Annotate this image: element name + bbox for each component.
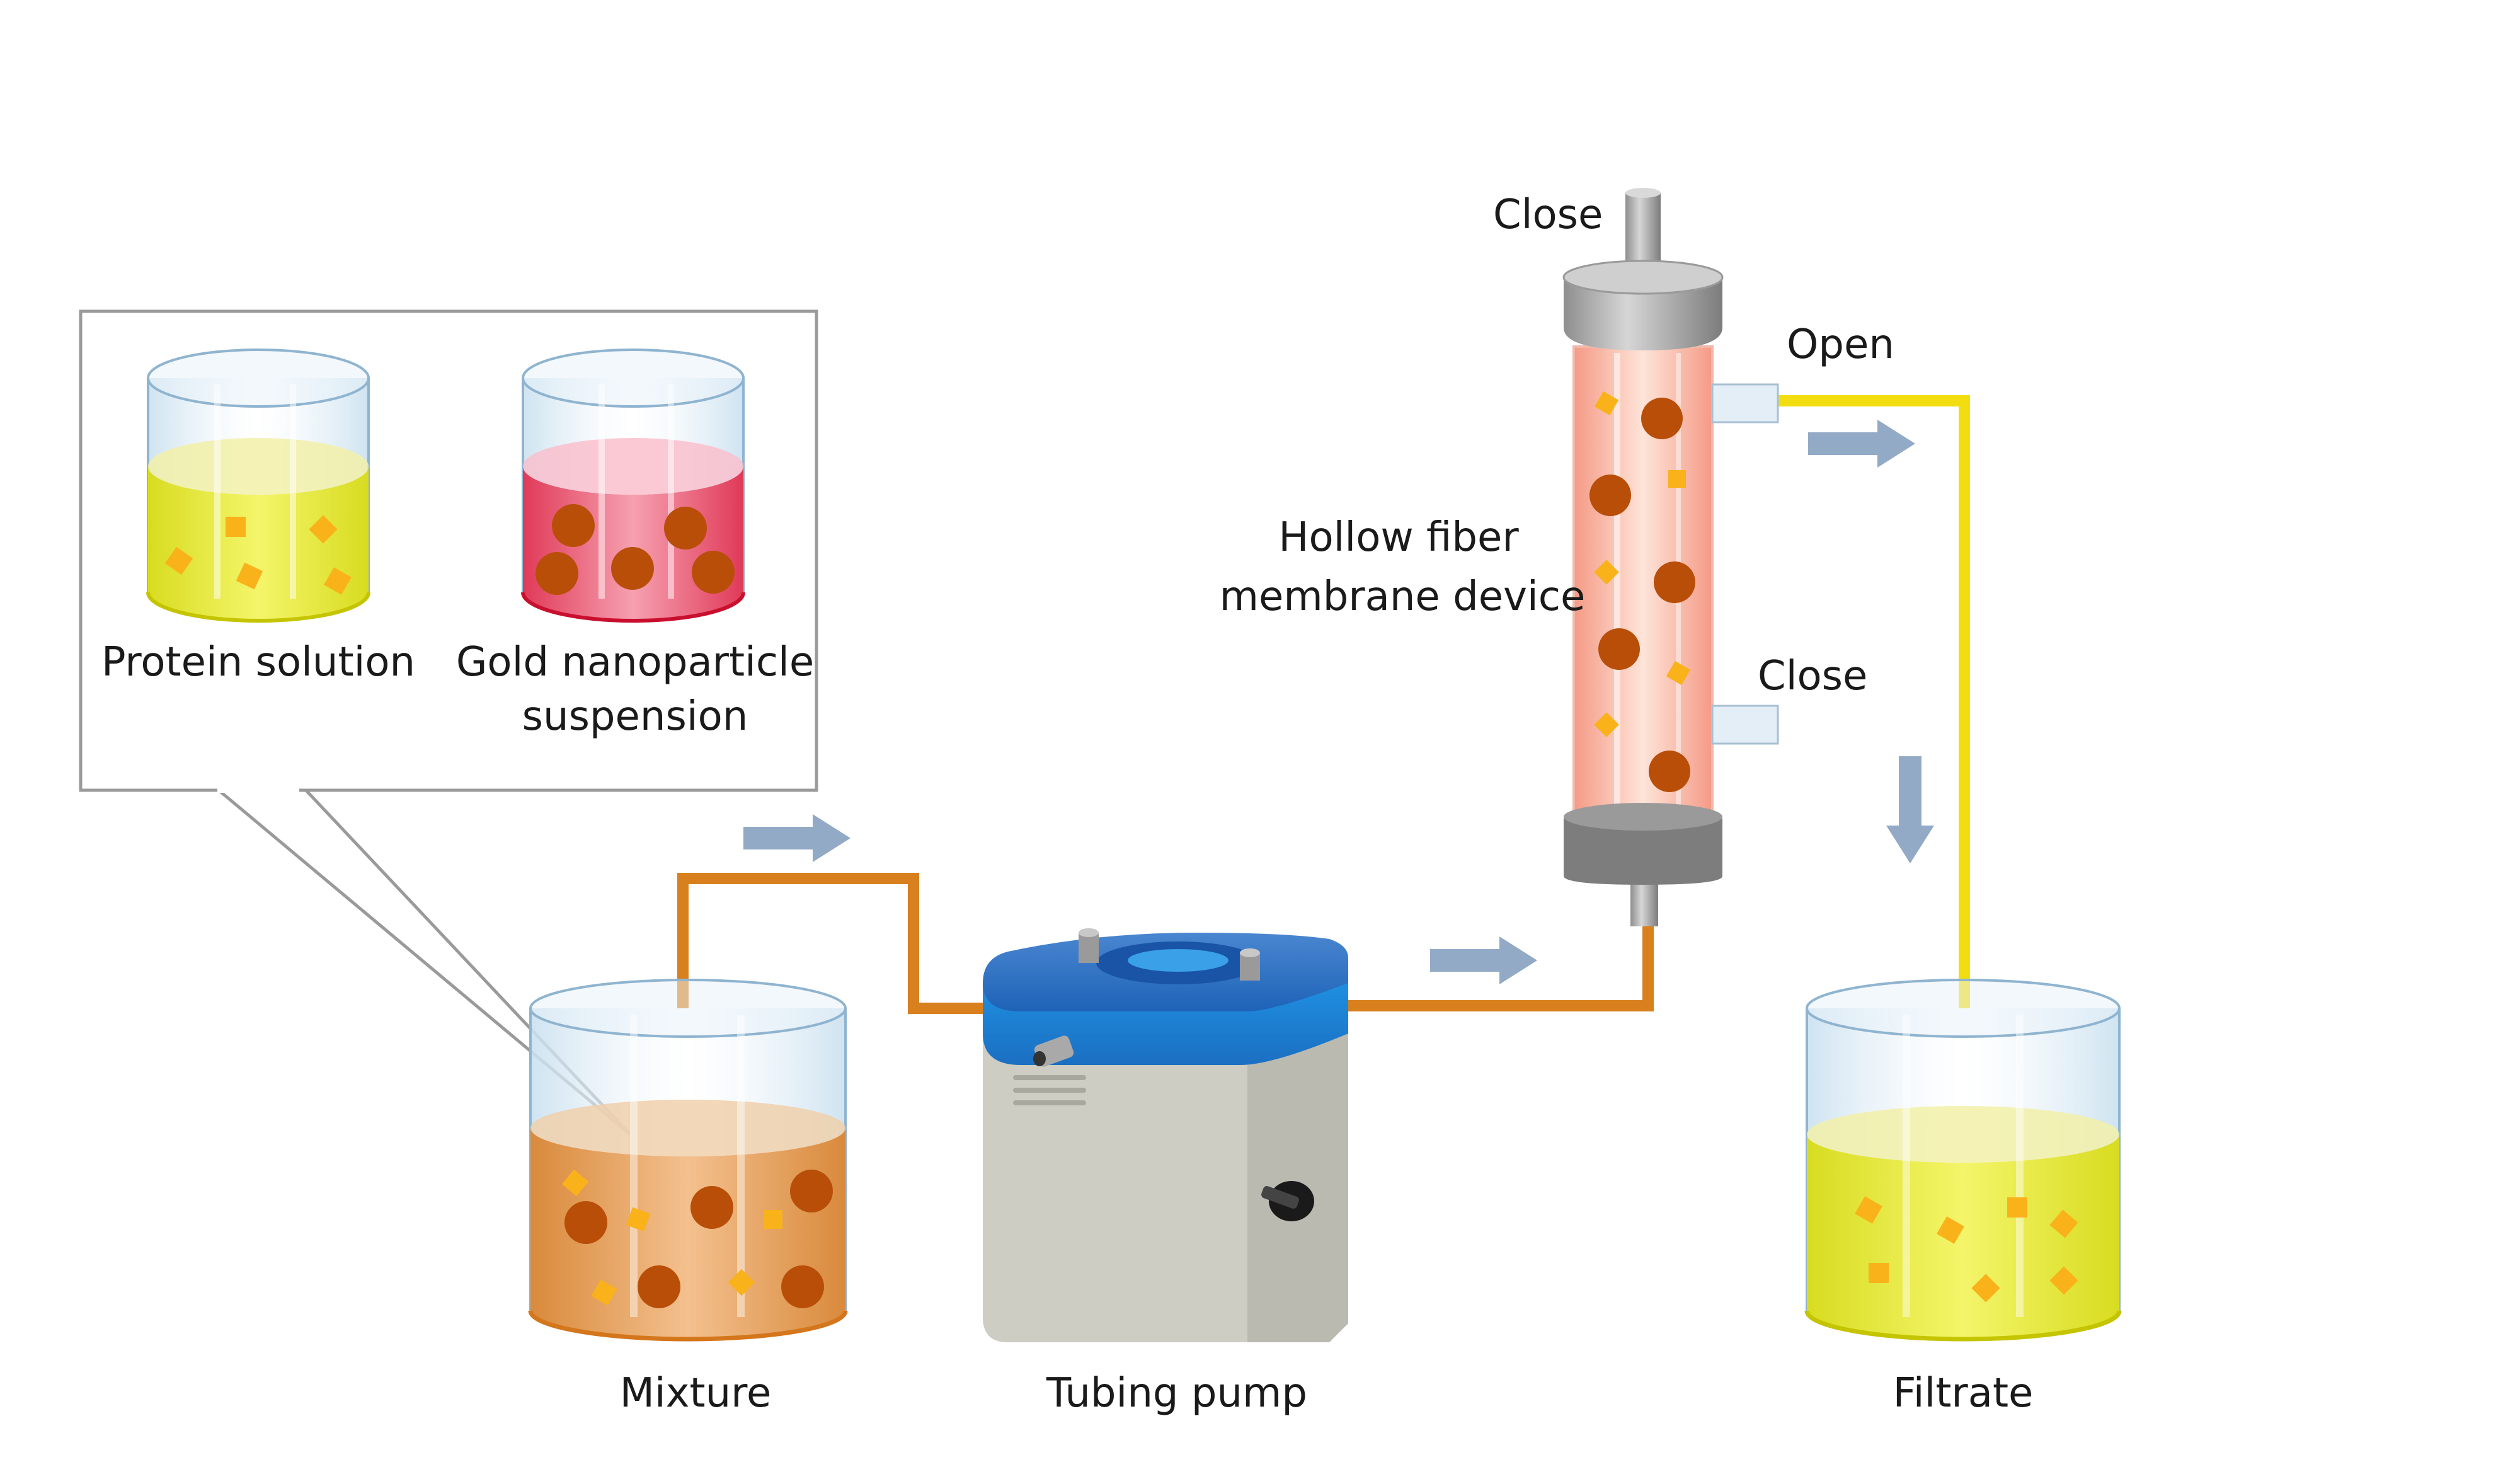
hollow-fiber-label-line2: membrane device [1219,573,1586,620]
mixture-label: Mixture [619,1370,772,1417]
flow-arrow-open-port [1808,420,1915,468]
flow-arrow-down [1886,756,1934,863]
flow-arrow-outlet [1430,936,1537,984]
tubing-pump [983,928,1348,1342]
filtrate-beaker [1804,979,2122,1342]
protein-solution-beaker [146,348,370,623]
tubing [677,395,1970,1014]
mixture-beaker [528,979,848,1342]
filtrate-tube [1777,395,1970,1008]
filtrate-label: Filtrate [1893,1370,2034,1417]
hollow-fiber-membrane-device [1562,188,1779,926]
open-port-label: Open [1787,321,1894,368]
outlet-tube [1285,926,1654,1011]
gold-nanoparticle-beaker [521,348,745,623]
gold-nanoparticle-label-line2: suspension [522,693,748,740]
flow-arrows [743,420,1934,984]
gold-nanoparticle-label-line1: Gold nanoparticle [455,639,815,686]
hollow-fiber-label-line1: Hollow fiber [1278,514,1519,561]
top-close-label: Close [1493,192,1603,238]
flow-arrow-intake [743,814,850,862]
intake-tube [677,873,983,1014]
tubing-pump-label: Tubing pump [1046,1370,1308,1417]
close-port-label: Close [1758,653,1868,700]
protein-solution-label: Protein solution [101,639,416,686]
